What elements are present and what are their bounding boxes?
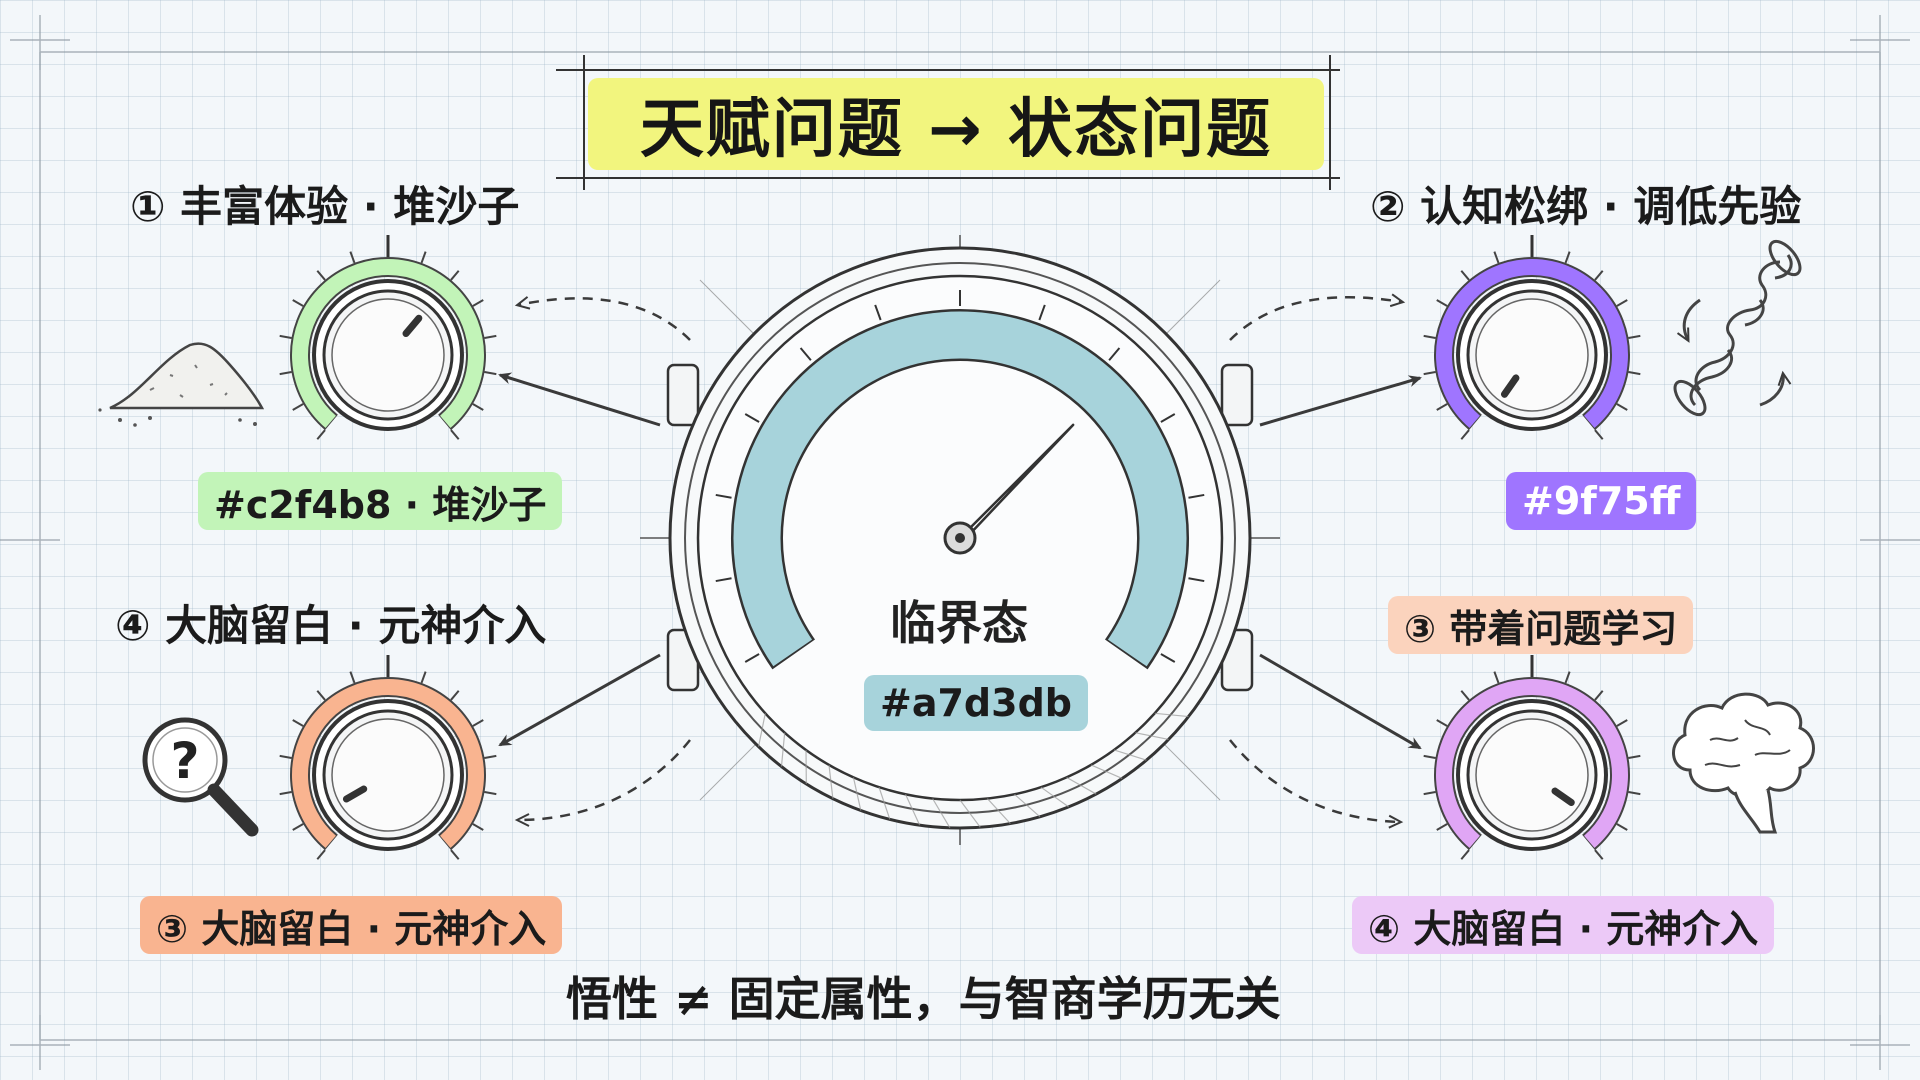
page-title: 天赋问题 → 状态问题 <box>588 78 1324 170</box>
knob-tag-top-right: #9f75ff <box>1506 472 1697 530</box>
footer-caption: 悟性 ≠ 固定属性，与智商学历无关 <box>566 972 1281 1026</box>
knob-heading-top-right: ② 认知松绑 · 调低先验 <box>1370 182 1802 231</box>
center-tag: #a7d3db <box>864 675 1088 731</box>
sand-pile-icon <box>98 342 265 427</box>
knob-top-left <box>279 235 497 440</box>
spring-icon <box>1673 239 1802 417</box>
center-gauge-dial <box>640 235 1280 845</box>
knob-tag-bottom-right: ④ 大脑留白 · 元神介入 <box>1352 896 1775 954</box>
knob-tag-top-left: #c2f4b8 · 堆沙子 <box>198 472 563 530</box>
knob-bottom-left <box>279 655 497 860</box>
connector-arrows <box>498 293 1422 829</box>
knob-heading-bottom-right: ③ 带着问题学习 <box>1388 596 1694 654</box>
knob-bottom-right <box>1423 655 1641 860</box>
svg-text:?: ? <box>170 732 199 790</box>
knob-tag-bottom-left: ③ 大脑留白 · 元神介入 <box>140 896 563 954</box>
magnifier-question-icon: ? <box>142 717 259 837</box>
knob-dials <box>279 235 1641 860</box>
sheet-frame <box>0 15 1920 1070</box>
knob-top-right <box>1423 235 1641 440</box>
knob-heading-top-left: ① 丰富体验 · 堆沙子 <box>130 182 520 231</box>
brain-icon <box>1672 692 1815 834</box>
center-label: 临界态 <box>890 596 1028 650</box>
title-bracket <box>556 55 1340 190</box>
knob-heading-bottom-left: ④ 大脑留白 · 元神介入 <box>115 601 547 650</box>
